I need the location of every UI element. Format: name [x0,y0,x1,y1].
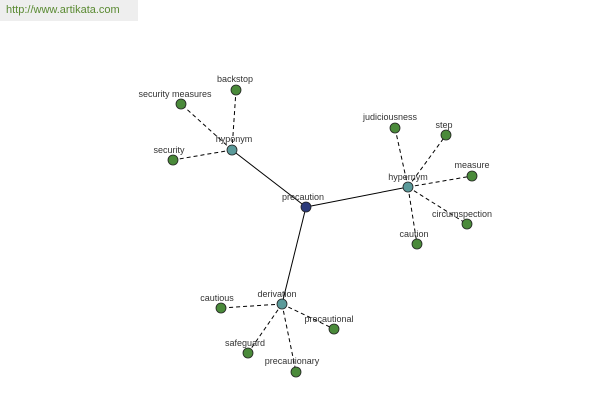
term-label-step[interactable]: step [435,120,452,130]
edge-hyponym-backstop [231,89,237,151]
term-node-cautious[interactable] [215,302,227,314]
edge-hypernym-judiciousness [394,127,409,188]
term-node-precautional[interactable] [328,323,340,335]
edge-derivation-precautionary [281,303,297,373]
root-label-precaution[interactable]: precaution [282,192,324,202]
term-label-security[interactable]: security [153,145,185,155]
edge-precaution-hypernym [305,186,409,208]
term-label-caution[interactable]: caution [399,229,428,239]
edge-hypernym-measure [407,175,473,188]
nodes-layer [167,84,478,378]
edge-precaution-derivation [281,206,307,305]
term-node-judiciousness[interactable] [389,122,401,134]
term-node-precautionary[interactable] [290,366,302,378]
relation-label-derivation[interactable]: derivation [257,289,296,299]
relation-label-hypernym[interactable]: hypernym [388,172,428,182]
term-label-precautionary[interactable]: precautionary [265,356,320,366]
term-node-circumspection[interactable] [461,218,473,230]
term-label-circumspection[interactable]: circumspection [432,209,492,219]
term-node-security-measures[interactable] [175,98,187,110]
term-node-caution[interactable] [411,238,423,250]
relation-label-hyponym[interactable]: hyponym [216,134,253,144]
term-node-safeguard[interactable] [242,347,254,359]
edge-derivation-cautious [220,303,283,309]
labels-layer: backstop security measures security hyponym… [138,74,492,366]
term-label-safeguard[interactable]: safeguard [225,338,265,348]
edges-layer [172,89,473,373]
relation-node-hypernym[interactable] [402,181,414,193]
edge-hypernym-step [407,134,447,188]
edge-hyponym-security [172,149,233,161]
term-node-measure[interactable] [466,170,478,182]
edge-hyponym-security-measures [180,103,233,151]
term-label-precautional[interactable]: precautional [304,314,353,324]
term-label-judiciousness[interactable]: judiciousness [362,112,418,122]
term-node-step[interactable] [440,129,452,141]
term-label-backstop[interactable]: backstop [217,74,253,84]
edge-hypernym-caution [407,186,418,245]
edge-hypernym-circumspection [407,186,468,225]
root-node-precaution[interactable] [300,201,312,213]
term-label-measure[interactable]: measure [454,160,489,170]
edge-derivation-safeguard [247,303,283,354]
term-label-security-measures[interactable]: security measures [138,89,212,99]
edge-precaution-hyponym [231,149,307,208]
edge-derivation-precautional [281,303,335,330]
term-label-cautious[interactable]: cautious [200,293,234,303]
relation-node-derivation[interactable] [276,298,288,310]
relation-node-hyponym[interactable] [226,144,238,156]
term-node-security[interactable] [167,154,179,166]
site-url-banner[interactable]: http://www.artikata.com [0,0,138,21]
term-node-backstop[interactable] [230,84,242,96]
